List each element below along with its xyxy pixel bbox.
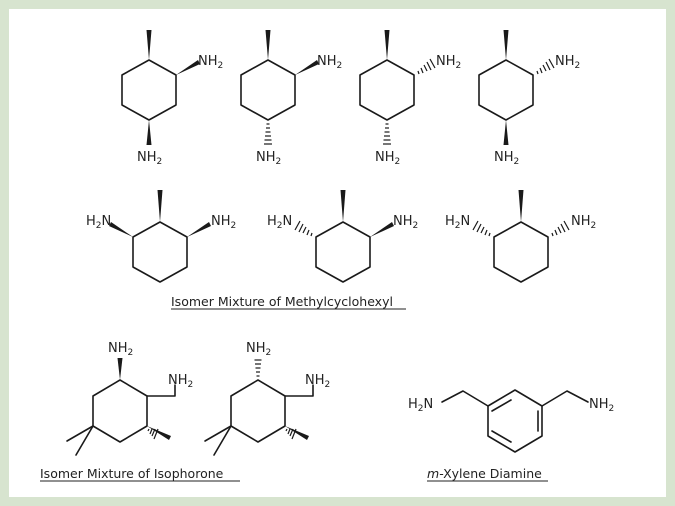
caption-m-xylene-diamine: m-Xylene Diamine [427,466,542,481]
amine-label: NH2 [393,214,418,231]
amine-label-left: H2N [267,214,292,231]
molecule-row2-2: H2N NH2 [267,190,418,283]
amine-label-left: H2N [86,214,111,231]
molecule-row2-1: H2N NH2 [86,190,236,283]
amine-label: NH2 [137,150,162,167]
amine-label-left: H2N [408,397,433,414]
methyl-wedge [146,30,152,60]
caption-isophorone: Isomer Mixture of Isophorone [40,466,224,481]
amine-label: NH2 [211,214,236,231]
amine-label: NH2 [168,373,193,390]
amine-label: NH2 [571,214,596,231]
molecule-row2-3: H2N NH2 [445,190,596,283]
amine-label: NH2 [108,341,133,358]
amine-label: NH2 [305,373,330,390]
amine-label: NH2 [375,150,400,167]
amine-label-left: H2N [445,214,470,231]
amine-label: NH2 [494,150,519,167]
amine-label: NH2 [555,54,580,71]
molecule-m-xylene-diamine: H2N NH2 [408,389,614,453]
caption-methylcyclohexyl: Isomer Mixture of Methylcyclohexyl [171,294,393,309]
amine-label: NH2 [246,341,271,358]
amine-label: NH2 [256,150,281,167]
molecule-row1-1: NH2 NH2 [121,30,223,167]
amine-label: NH2 [436,54,461,71]
amine-label: NH2 [198,54,223,71]
molecule-row1-3: NH2 NH2 [359,30,461,167]
molecule-isophorone-1: NH2 NH2 [66,341,193,456]
amine-label: NH2 [317,54,342,71]
molecule-isophorone-2: NH2 NH2 [204,341,330,456]
molecule-row1-2: NH2 NH2 [240,30,342,167]
amine-label: NH2 [589,397,614,414]
molecule-row1-4: NH2 NH2 [478,30,580,167]
